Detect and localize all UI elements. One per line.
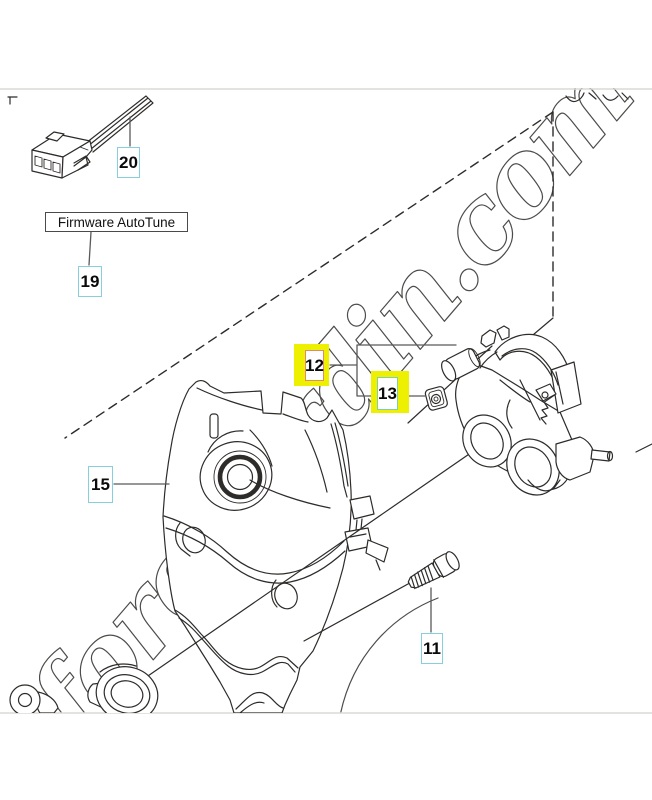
cut-off-marks — [7, 92, 652, 453]
carburetor-bracket-assembly — [455, 325, 614, 496]
grommet-part-12 — [441, 348, 481, 382]
screw-part-11 — [407, 551, 460, 590]
callout-15[interactable]: 15 — [88, 466, 113, 503]
cylinder-cap-part — [87, 663, 159, 713]
callout-20[interactable]: 20 — [117, 147, 140, 178]
callout-13-highlighted[interactable]: 13 — [371, 371, 409, 413]
callout-12-highlighted[interactable]: 12 — [294, 344, 329, 386]
engine-cover-part-15 — [162, 380, 389, 713]
nut-axis-line — [407, 345, 493, 424]
connector-cable-part-20 — [31, 95, 154, 179]
eyelet-part — [9, 684, 59, 713]
watermark-swash — [340, 597, 439, 713]
callout-12-number: 12 — [305, 350, 324, 381]
callout-19[interactable]: 19 — [78, 266, 102, 297]
callout-11[interactable]: 11 — [421, 633, 443, 664]
callout-leader-lines — [88, 116, 457, 633]
nut-plate-part-13 — [424, 386, 448, 411]
callout-13-number: 13 — [377, 377, 398, 410]
firmware-autotune-note: Firmware AutoTune — [45, 212, 188, 232]
